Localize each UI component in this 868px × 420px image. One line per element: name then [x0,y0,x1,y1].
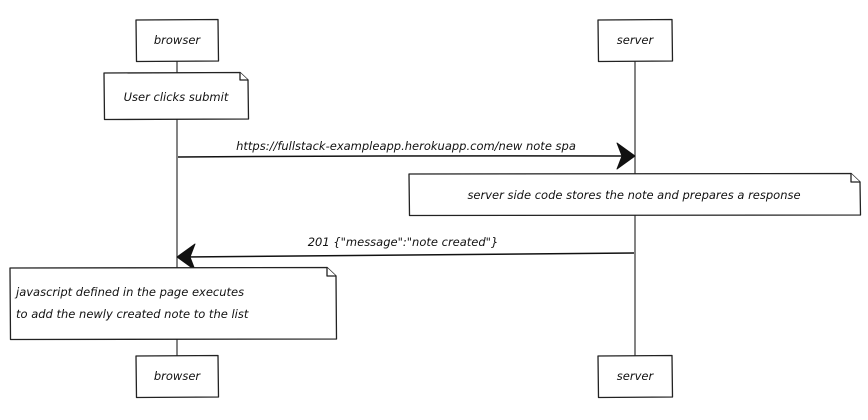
participant-browser-bottom: browser [135,354,220,399]
message-post-label: https://fullstack-exampleapp.herokuapp.c… [236,139,576,153]
note-js-executes-line-1: javascript defined in the page executes [14,285,244,299]
arrowhead-left-icon [176,243,196,271]
participant-browser-bottom-label: browser [154,369,202,383]
arrowhead-right-icon [616,142,636,170]
participant-browser-top: browser [135,18,220,63]
note-js-executes: javascript defined in the page executes … [9,266,338,341]
note-user-clicks-submit-text: User clicks submit [124,90,229,104]
participant-server-bottom: server [597,354,674,399]
participant-server-top: server [597,18,674,63]
participant-server-top-label: server [617,33,655,47]
participant-browser-top-label: browser [154,33,202,47]
message-post-new-note-spa: https://fullstack-exampleapp.herokuapp.c… [177,139,636,170]
note-js-executes-line-2: to add the newly created note to the lis… [16,307,249,321]
message-201-response: 201 {"message":"note created"} [176,235,635,271]
message-201-label: 201 {"message":"note created"} [308,235,499,249]
participant-server-bottom-label: server [617,369,655,383]
note-user-clicks-submit: User clicks submit [103,71,250,121]
note-server-stores-text: server side code stores the note and pre… [467,188,800,202]
note-server-stores: server side code stores the note and pre… [408,172,862,217]
